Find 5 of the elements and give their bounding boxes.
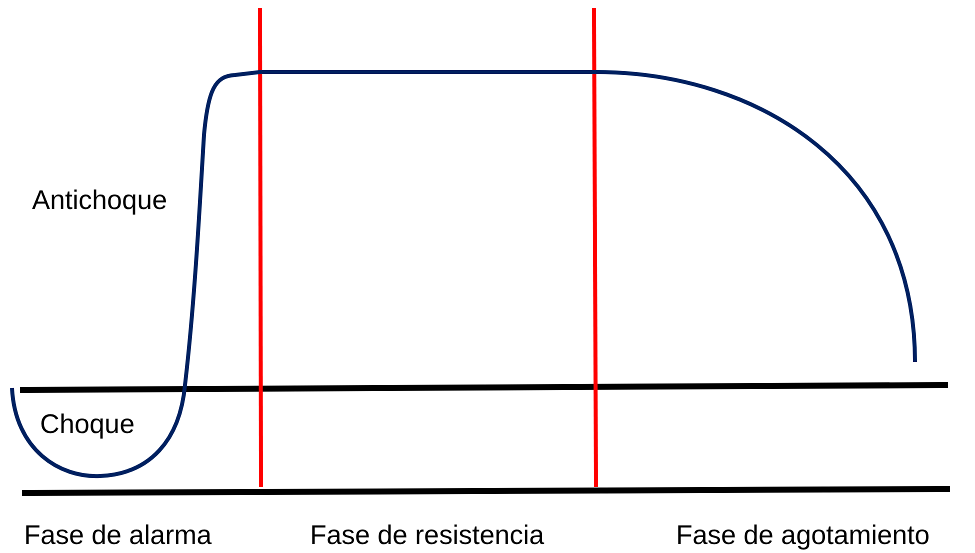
phase-label: Fase de resistencia [310, 519, 544, 551]
phase-label: Fase de alarma [24, 519, 212, 551]
phase-label: Fase de agotamiento [676, 519, 930, 551]
phase-label: Antichoque [32, 184, 168, 216]
phase-label: Choque [40, 408, 135, 440]
